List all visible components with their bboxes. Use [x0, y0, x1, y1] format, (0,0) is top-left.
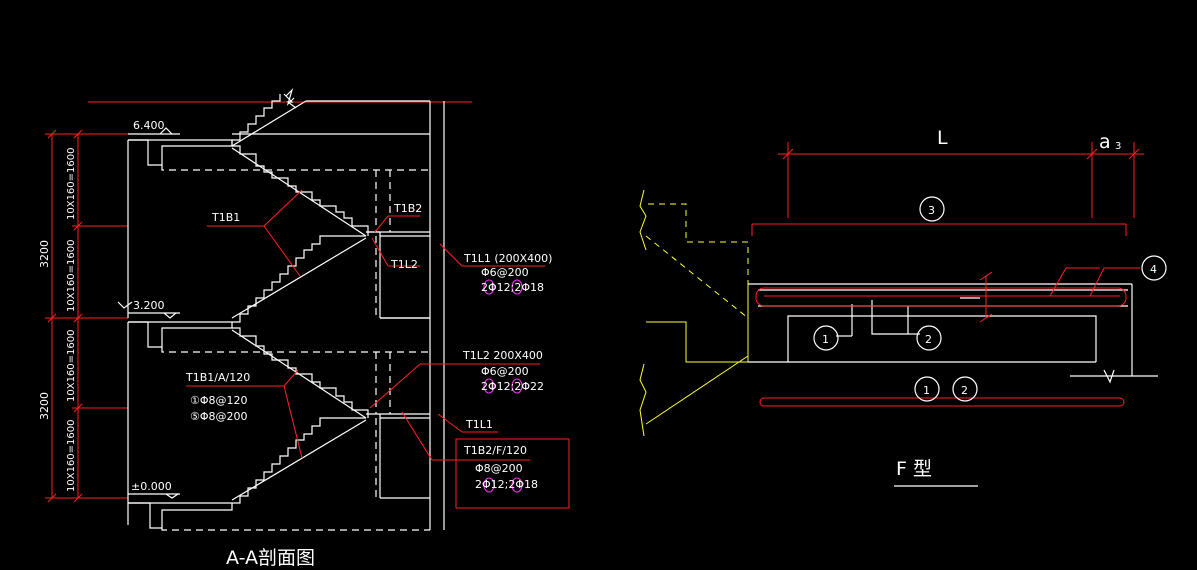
- label-t1l1-rebar-2: 2Φ12;2Φ18: [481, 281, 544, 294]
- label-t1l1-rebar-1: Φ6@200: [481, 266, 529, 279]
- label-t1b1a-rebar-2: ⑤Φ8@200: [190, 410, 248, 423]
- label-t1l2-rebar-2: 2Φ12;2Φ22: [481, 380, 544, 393]
- dim-flight-2: 10X160=1600: [66, 240, 77, 313]
- detail-f-type: L a 3: [639, 127, 1167, 487]
- detail-bubbles: [813, 196, 1167, 402]
- section-leaders: [186, 189, 570, 509]
- label-t1b1a-rebar-1: ①Φ8@120: [190, 394, 248, 407]
- label-t1l2-upper: T1L2: [390, 258, 418, 271]
- label-t1b2f-rebar-1: Φ8@200: [475, 462, 523, 475]
- dim-flight-1: 10X160=1600: [66, 148, 77, 221]
- dim-a3-sub: 3: [1115, 141, 1121, 152]
- detail-dimensions: [751, 142, 1144, 236]
- elevation-mid: 3.200: [133, 299, 165, 312]
- dim-lower-total: 3200: [38, 392, 51, 420]
- label-t1l1-head: T1L1 (200X400): [463, 252, 552, 265]
- bubble-2-upper: 2: [925, 333, 932, 346]
- label-t1l2-head: T1L2 200X400: [462, 349, 543, 362]
- dim-a3: a: [1099, 131, 1111, 153]
- label-t1l1-lower: T1L1: [465, 418, 493, 431]
- detail-title: F 型: [896, 458, 932, 480]
- stair-section-outline: [127, 87, 445, 531]
- detail-rebar: [755, 267, 1140, 407]
- section-aa: 3200 3200 10X160=1600 10X160=1600 10X160…: [38, 87, 570, 569]
- bubble-2-lower: 2: [961, 384, 968, 397]
- rebar-marks: [483, 279, 523, 493]
- bubble-4: 4: [1150, 263, 1157, 276]
- label-t1b2f-rebar-2: 2Φ12;2Φ18: [475, 478, 538, 491]
- elevation-top: 6.400: [133, 119, 165, 132]
- bubble-1-lower: 1: [923, 384, 930, 397]
- label-t1b1: T1B1: [211, 211, 240, 224]
- section-title: A-A剖面图: [226, 547, 315, 569]
- elevation-base: ±0.000: [131, 480, 172, 493]
- elevation-marks: 6.400 3.200 ±0.000: [117, 119, 180, 499]
- detail-slab: [748, 283, 1158, 384]
- label-t1l2-rebar-1: Φ6@200: [481, 365, 529, 378]
- dim-flight-3: 10X160=1600: [66, 330, 77, 403]
- detail-landing: [639, 189, 749, 437]
- dim-upper-total: 3200: [38, 240, 51, 268]
- section-dimension-lines: [45, 101, 472, 503]
- label-t1b2f: T1B2/F/120: [463, 444, 527, 457]
- bubble-3: 3: [928, 204, 935, 217]
- dim-flight-4: 10X160=1600: [66, 420, 77, 493]
- label-t1b2: T1B2: [393, 202, 422, 215]
- dim-L: L: [937, 127, 948, 149]
- bubble-1-upper: 1: [822, 333, 829, 346]
- label-t1b1a: T1B1/A/120: [185, 371, 250, 384]
